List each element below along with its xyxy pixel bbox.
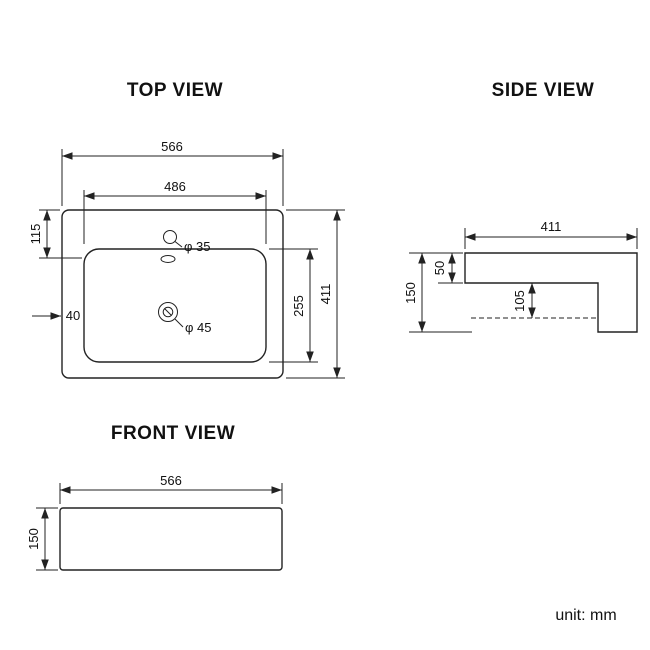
dim-front-width-label: 566 xyxy=(160,473,182,488)
dim-top-outer-width: 566 xyxy=(61,139,284,206)
dim-top-left-wall: 40 xyxy=(32,308,80,323)
dim-top-outer-width-label: 566 xyxy=(161,139,183,154)
unit-note: unit: mm xyxy=(555,607,616,624)
dim-drain-diameter: φ 45 xyxy=(174,318,212,335)
dim-side-bowl-depth-label: 105 xyxy=(512,290,527,312)
faucet-diameter-label: φ 35 xyxy=(184,239,211,254)
dim-side-depth-label: 411 xyxy=(541,219,562,234)
dim-front-height: 150 xyxy=(26,507,58,571)
dim-side-height: 150 xyxy=(403,252,472,333)
top-view-outer-rect xyxy=(61,209,284,379)
faucet-hole xyxy=(163,230,177,244)
front-view: 566 150 xyxy=(26,473,283,571)
dim-front-height-label: 150 xyxy=(26,528,41,550)
side-view-profile xyxy=(464,252,638,333)
dim-top-rim-offset: 115 xyxy=(28,209,82,259)
dim-top-outer-depth: 411 xyxy=(286,209,345,379)
dim-top-outer-depth-label: 411 xyxy=(318,284,333,305)
dim-top-basin-depth-label: 255 xyxy=(291,295,306,317)
dim-top-inner-width: 486 xyxy=(83,179,267,244)
top-view-basin-rect xyxy=(83,248,267,363)
dim-side-rim-thickness-label: 50 xyxy=(432,261,447,275)
dim-side-rim-thickness: 50 xyxy=(432,253,463,284)
dim-front-width: 566 xyxy=(59,473,283,504)
side-view: 411 50 150 105 xyxy=(403,219,638,333)
dim-top-inner-width-label: 486 xyxy=(164,179,186,194)
dim-side-depth: 411 xyxy=(464,219,638,249)
dim-side-bowl-depth: 105 xyxy=(512,283,536,318)
dim-top-rim-offset-label: 115 xyxy=(28,224,43,245)
overflow-hole xyxy=(160,255,176,263)
dim-top-basin-depth: 255 xyxy=(269,248,318,363)
drain-diameter-label: φ 45 xyxy=(185,320,212,335)
top-view-title: TOP VIEW xyxy=(127,80,223,101)
top-view: φ 35 φ 45 566 486 xyxy=(28,139,345,379)
drain-hole-inner xyxy=(162,306,174,318)
drain-hole-outer xyxy=(158,302,178,322)
front-view-title: FRONT VIEW xyxy=(111,423,235,444)
front-view-body-rect xyxy=(59,507,283,571)
side-view-title: SIDE VIEW xyxy=(492,80,595,101)
dim-faucet-diameter: φ 35 xyxy=(174,239,211,254)
dim-top-left-wall-label: 40 xyxy=(66,308,80,323)
dim-side-height-label: 150 xyxy=(403,282,418,304)
drain-slot-line xyxy=(164,308,172,316)
